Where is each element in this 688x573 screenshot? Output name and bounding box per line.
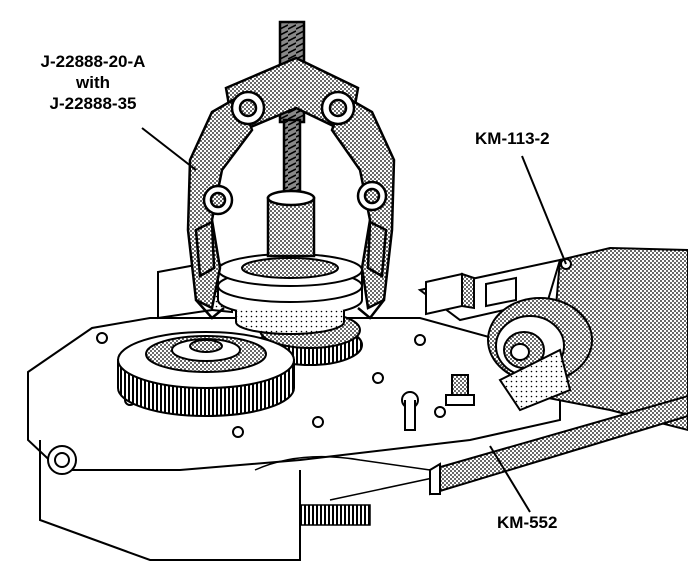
leader-puller [141,127,197,171]
km-552-fixture [429,348,688,496]
puller-tool [186,20,396,320]
label-puller-line2: with [76,73,110,92]
leader-fixture [489,445,531,513]
leader-adapter [521,155,567,265]
pulley [217,253,363,335]
label-adapter: KM-113-2 [475,129,550,148]
label-fixture: KM-552 [497,513,558,532]
label-puller-line3: J-22888-35 [49,94,137,113]
label-puller: J-22888-20-A with J-22888-35 [18,51,168,114]
label-puller-line1: J-22888-20-A [40,52,146,71]
leader-lines [141,127,567,513]
